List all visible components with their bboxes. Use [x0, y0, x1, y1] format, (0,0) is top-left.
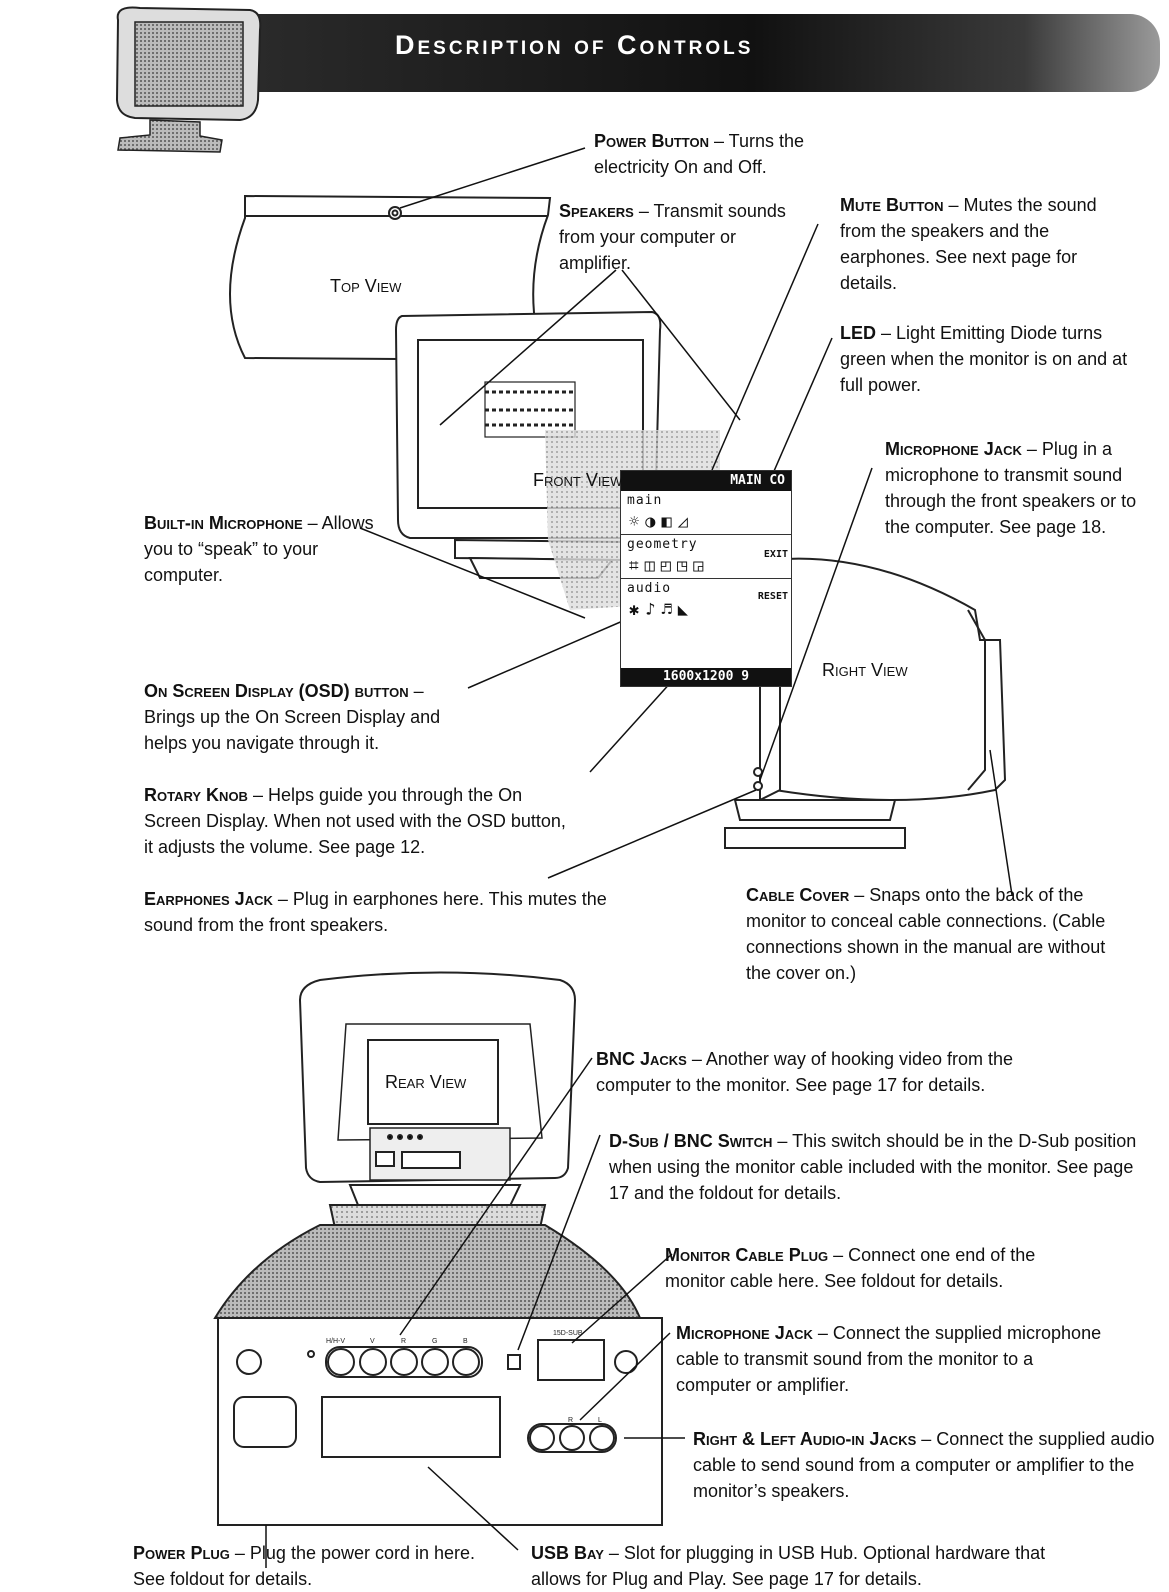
osd-resolution: 1600x1200 9 — [621, 668, 791, 686]
rear-view-monitor — [298, 971, 577, 1229]
callout-rotary-knob: Rotary Knob – Helps guide you through th… — [144, 782, 574, 860]
rear-panel-label: B — [463, 1338, 468, 1345]
rear-view-label: Rear View — [385, 1072, 467, 1092]
callout-text: – Plug in earphones here. This mutes the… — [144, 889, 607, 935]
rear-panel-label: H/H-V — [326, 1338, 345, 1345]
header-monitor-icon — [115, 6, 262, 153]
rear-panel-label: L — [598, 1417, 602, 1424]
callout-text: – Another way of hooking video from the … — [596, 1049, 1014, 1095]
callout-text: – Connect one end of the monitor cable h… — [665, 1245, 1036, 1291]
right-view-label: Right View — [822, 660, 908, 680]
callout-power-button: Power Button – Turns the electricity On … — [594, 128, 844, 180]
callout-text: – Snaps onto the back of the monitor to … — [746, 885, 1106, 983]
callout-term: Cable Cover — [746, 885, 850, 905]
callout-text: – Light Emitting Diode turns green when … — [840, 323, 1128, 395]
osd-exit: EXIT — [763, 549, 788, 560]
osd-audio-icons: ✱♪♬◣ — [629, 600, 694, 620]
callout-cable-cover: Cable Cover – Snaps onto the back of the… — [746, 882, 1126, 986]
osd-title: MAIN CO — [730, 473, 785, 488]
callout-dsub-bnc-switch: D-Sub / BNC Switch – This switch should … — [609, 1128, 1149, 1206]
callout-term: Built-in Microphone — [144, 513, 303, 533]
callout-usb-bay: USB Bay – Slot for plugging in USB Hub. … — [531, 1540, 1091, 1592]
callout-microphone-jack-rear: Microphone Jack – Connect the supplied m… — [676, 1320, 1106, 1398]
callout-term: D-Sub / BNC Switch — [609, 1131, 773, 1151]
top-view-label: Top View — [330, 276, 402, 296]
callout-term: Earphones Jack — [144, 889, 273, 909]
callout-speakers: Speakers – Transmit sounds from your com… — [559, 198, 789, 276]
callout-mute-button: Mute Button – Mutes the sound from the s… — [840, 192, 1130, 296]
rear-panel-label: G — [432, 1338, 437, 1345]
header-banner — [255, 14, 1160, 92]
callout-led: LED – Light Emitting Diode turns green w… — [840, 320, 1140, 398]
leader-lines — [265, 147, 1013, 1568]
callout-text: – Helps guide you through the On Screen … — [144, 785, 566, 857]
callout-audio-in-jacks: Right & Left Audio-in Jacks – Connect th… — [693, 1426, 1163, 1504]
callout-term: Speakers — [559, 201, 634, 221]
osd-title-bar: MAIN CO — [621, 471, 791, 491]
callout-earphones-jack: Earphones Jack – Plug in earphones here.… — [144, 886, 634, 938]
osd-section-geometry: geometry — [621, 534, 791, 554]
callout-term: Microphone Jack — [885, 439, 1022, 459]
rear-panel-label: R — [401, 1338, 406, 1345]
callout-bnc-jacks: BNC Jacks – Another way of hooking video… — [596, 1046, 1076, 1098]
osd-section-main: main — [627, 493, 663, 508]
callout-text: – Transmit sounds from your computer or … — [559, 201, 786, 273]
callout-monitor-cable-plug: Monitor Cable Plug – Connect one end of … — [665, 1242, 1085, 1294]
front-view-label: Front View — [533, 470, 623, 490]
callout-term: Monitor Cable Plug — [665, 1245, 829, 1265]
callout-microphone-jack-front: Microphone Jack – Plug in a microphone t… — [885, 436, 1160, 540]
callout-text: – Slot for plugging in USB Hub. Optional… — [531, 1543, 1046, 1589]
osd-main-icons: ☼◑◧◿ — [629, 512, 694, 532]
callout-text: – Mutes the sound from the speakers and … — [840, 195, 1097, 293]
page-title: Description of Controls — [395, 30, 754, 60]
callout-text: – Plug in a microphone to transmit sound… — [885, 439, 1137, 537]
callout-term: Rotary Knob — [144, 785, 248, 805]
callout-text: – Brings up the On Screen Display and he… — [144, 681, 441, 753]
callout-term: Power Button — [594, 131, 709, 151]
callout-text: – Connect the supplied microphone cable … — [676, 1323, 1102, 1395]
callout-text: – This switch should be in the D-Sub pos… — [609, 1131, 1137, 1203]
callout-term: Power Plug — [133, 1543, 230, 1563]
callout-term: LED — [840, 323, 876, 343]
callout-term: Right & Left Audio-in Jacks — [693, 1429, 917, 1449]
osd-geometry-icons: ⌗◫◰◳◲ — [629, 556, 710, 576]
callout-text: – Turns the electricity On and Off. — [594, 131, 805, 177]
callout-text: – Plug the power cord in here. See foldo… — [133, 1543, 476, 1589]
callout-term: Mute Button — [840, 195, 944, 215]
rear-panel-label: R — [568, 1417, 573, 1424]
callout-term: On Screen Display (OSD) button — [144, 681, 409, 701]
callout-term: BNC Jacks — [596, 1049, 687, 1069]
callout-power-plug: Power Plug – Plug the power cord in here… — [133, 1540, 478, 1592]
front-view-monitor — [394, 310, 720, 610]
callout-term: USB Bay — [531, 1543, 604, 1563]
rear-panel-label: V — [370, 1338, 375, 1345]
callout-osd-button: On Screen Display (OSD) button – Brings … — [144, 678, 474, 756]
osd-section-audio: audio — [621, 578, 791, 598]
callout-builtin-microphone: Built-in Microphone – Allows you to “spe… — [144, 510, 384, 588]
callout-text: – Connect the supplied audio cable to se… — [693, 1429, 1155, 1501]
osd-reset: RESET — [757, 591, 788, 602]
callout-text: – Allows you to “speak” to your computer… — [144, 513, 374, 585]
callout-term: Microphone Jack — [676, 1323, 813, 1343]
osd-menu: MAIN CO main ☼◑◧◿ geometry ⌗◫◰◳◲ audio ✱… — [620, 470, 792, 687]
rear-panel: H/H-V V R G B 15D-SUB R L — [213, 1224, 663, 1526]
rear-panel-label: 15D-SUB — [553, 1330, 583, 1337]
